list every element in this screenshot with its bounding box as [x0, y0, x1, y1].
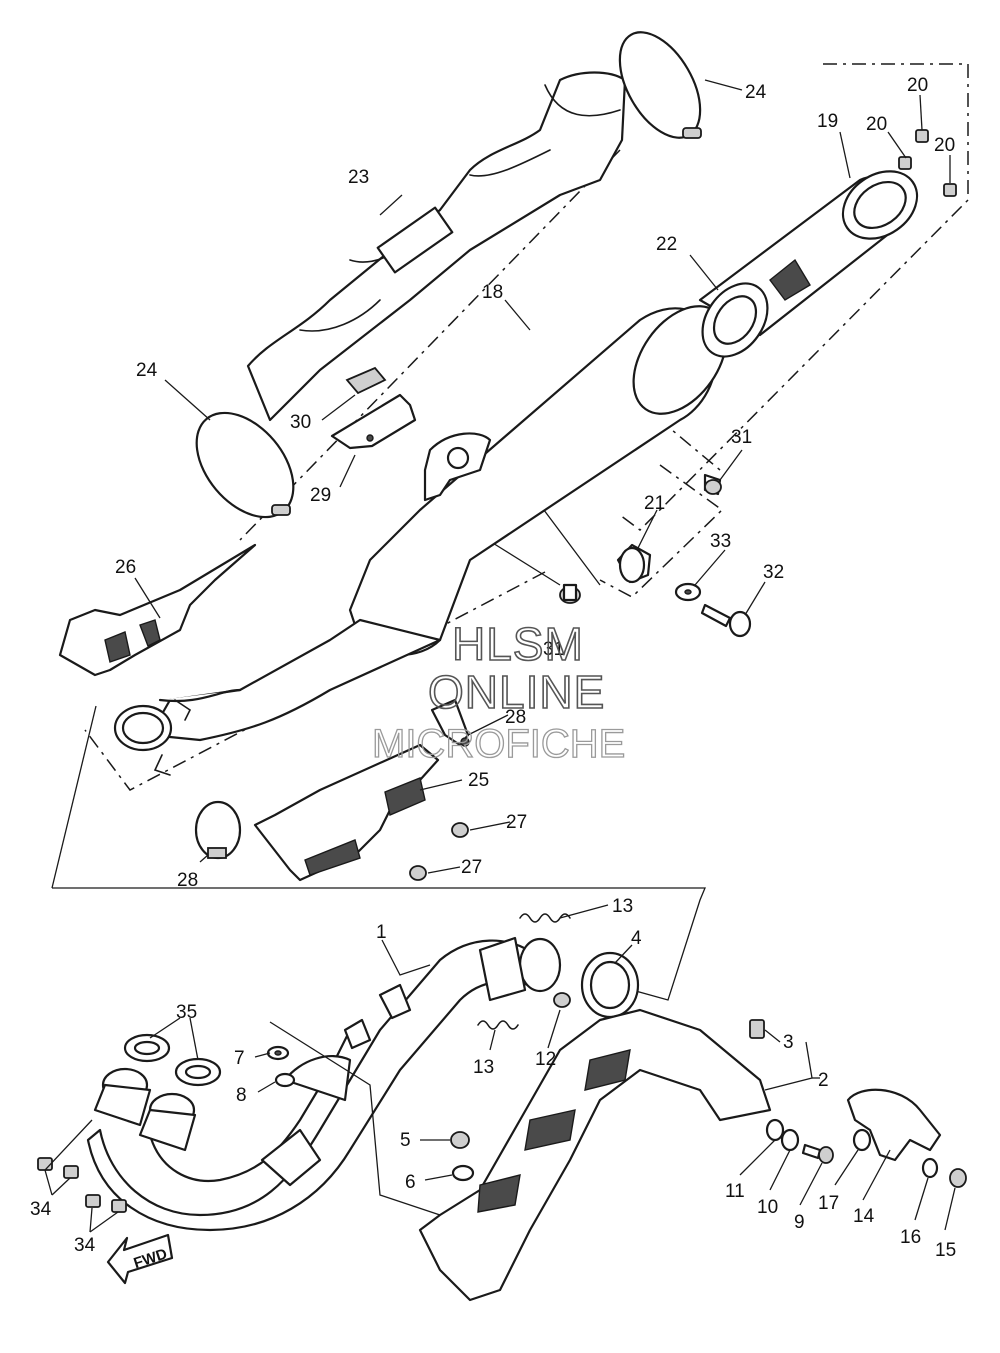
callout-29: 29	[310, 485, 331, 506]
bolt-5[interactable]	[450, 1131, 470, 1149]
damper-21[interactable]	[616, 543, 652, 584]
muffler-bracket	[423, 432, 492, 502]
heat-shield-14[interactable]	[846, 1088, 942, 1162]
leader-lines	[44, 79, 956, 1233]
callout-7: 7	[234, 1048, 245, 1069]
protector-25[interactable]	[253, 743, 440, 882]
bracket-3[interactable]	[749, 1019, 765, 1039]
watermark-line3: MICROFICHE	[372, 722, 625, 766]
head-pipes	[93, 1067, 197, 1152]
callout-16: 16	[900, 1227, 921, 1248]
callout-27-lower: 27	[461, 857, 482, 878]
callout-30: 30	[290, 412, 311, 433]
callout-33: 33	[710, 531, 731, 552]
bracket-clamps	[343, 983, 412, 1050]
callout-21: 21	[644, 493, 665, 514]
hardware-15-16[interactable]	[921, 1157, 967, 1188]
callout-5: 5	[400, 1130, 411, 1151]
callout-17: 17	[818, 1193, 839, 1214]
band-28-upper[interactable]	[430, 698, 470, 747]
nuts-34[interactable]	[37, 1157, 127, 1213]
nut-12[interactable]	[553, 992, 571, 1008]
grommet-6[interactable]	[451, 1164, 475, 1182]
callout-8: 8	[236, 1085, 247, 1106]
callout-9: 9	[794, 1212, 805, 1233]
callout-28-lower: 28	[177, 870, 198, 891]
callout-12: 12	[535, 1049, 556, 1070]
washer-33[interactable]	[674, 582, 702, 602]
callout-2: 2	[818, 1070, 829, 1091]
callout-20-mid: 20	[866, 114, 887, 135]
damper-30[interactable]	[345, 366, 387, 395]
callout-31-upper: 31	[731, 427, 752, 448]
callout-18: 18	[482, 282, 503, 303]
band-28-lower[interactable]	[194, 800, 242, 860]
callout-22: 22	[656, 234, 677, 255]
callout-19: 19	[817, 111, 838, 132]
callout-13-upper: 13	[612, 896, 633, 917]
callout-26: 26	[115, 557, 136, 578]
callout-24-lower: 24	[136, 360, 158, 381]
callout-4: 4	[631, 928, 642, 949]
callout-10: 10	[757, 1197, 778, 1218]
gaskets-35[interactable]	[123, 1033, 222, 1087]
callout-1: 1	[376, 922, 387, 943]
bolt-31-upper[interactable]	[703, 473, 722, 496]
callout-6: 6	[405, 1172, 416, 1193]
callout-20-top: 20	[907, 75, 928, 96]
watermark-line1: HLSM	[452, 618, 584, 670]
exhaust-pipe-1[interactable]	[86, 939, 542, 1232]
clamp-24-upper[interactable]	[603, 19, 716, 151]
callout-20-right: 20	[934, 135, 955, 156]
washers-7-8[interactable]	[266, 1045, 296, 1088]
callout-11: 11	[725, 1181, 745, 1202]
springs-13[interactable]	[477, 913, 571, 1030]
callout-13-lower: 13	[473, 1057, 494, 1078]
callout-24-upper: 24	[745, 82, 767, 103]
pipe-end-4[interactable]	[580, 951, 640, 1019]
clamp-24-lower[interactable]	[177, 395, 312, 536]
callout-labels: 1 2 3 4 5 6 7 8 9 10 11 12 13 13 14 15 1…	[30, 75, 956, 1261]
bolt-32[interactable]	[700, 603, 752, 638]
callout-25: 25	[468, 770, 489, 791]
callout-15: 15	[935, 1240, 956, 1261]
callout-23: 23	[348, 167, 369, 188]
callout-27-upper: 27	[506, 812, 527, 833]
watermark: HLSM ONLINE MICROFICHE	[371, 617, 626, 766]
callout-31-lower: 31	[543, 639, 564, 660]
heat-shield-23[interactable]	[246, 71, 627, 422]
bolt-27-lower[interactable]	[409, 865, 427, 881]
protector-26[interactable]	[58, 543, 257, 677]
stay-29[interactable]	[330, 393, 417, 450]
callout-34-upper: 34	[30, 1199, 52, 1220]
callout-32: 32	[763, 562, 784, 583]
watermark-line2: ONLINE	[428, 666, 605, 718]
fwd-arrow-icon: FWD	[106, 1233, 174, 1285]
hardware-9-11[interactable]	[765, 1118, 834, 1164]
callout-3: 3	[783, 1032, 794, 1053]
bolt-27-upper[interactable]	[451, 822, 469, 838]
callout-34-lower: 34	[74, 1235, 96, 1256]
callout-14: 14	[853, 1206, 875, 1227]
callout-35: 35	[176, 1002, 197, 1023]
callout-28-upper: 28	[505, 707, 526, 728]
protector-2[interactable]	[418, 1008, 772, 1302]
gasket-19[interactable]	[830, 157, 930, 252]
bolt-31-lower[interactable]	[559, 583, 581, 604]
pipe-flange	[478, 936, 562, 1002]
